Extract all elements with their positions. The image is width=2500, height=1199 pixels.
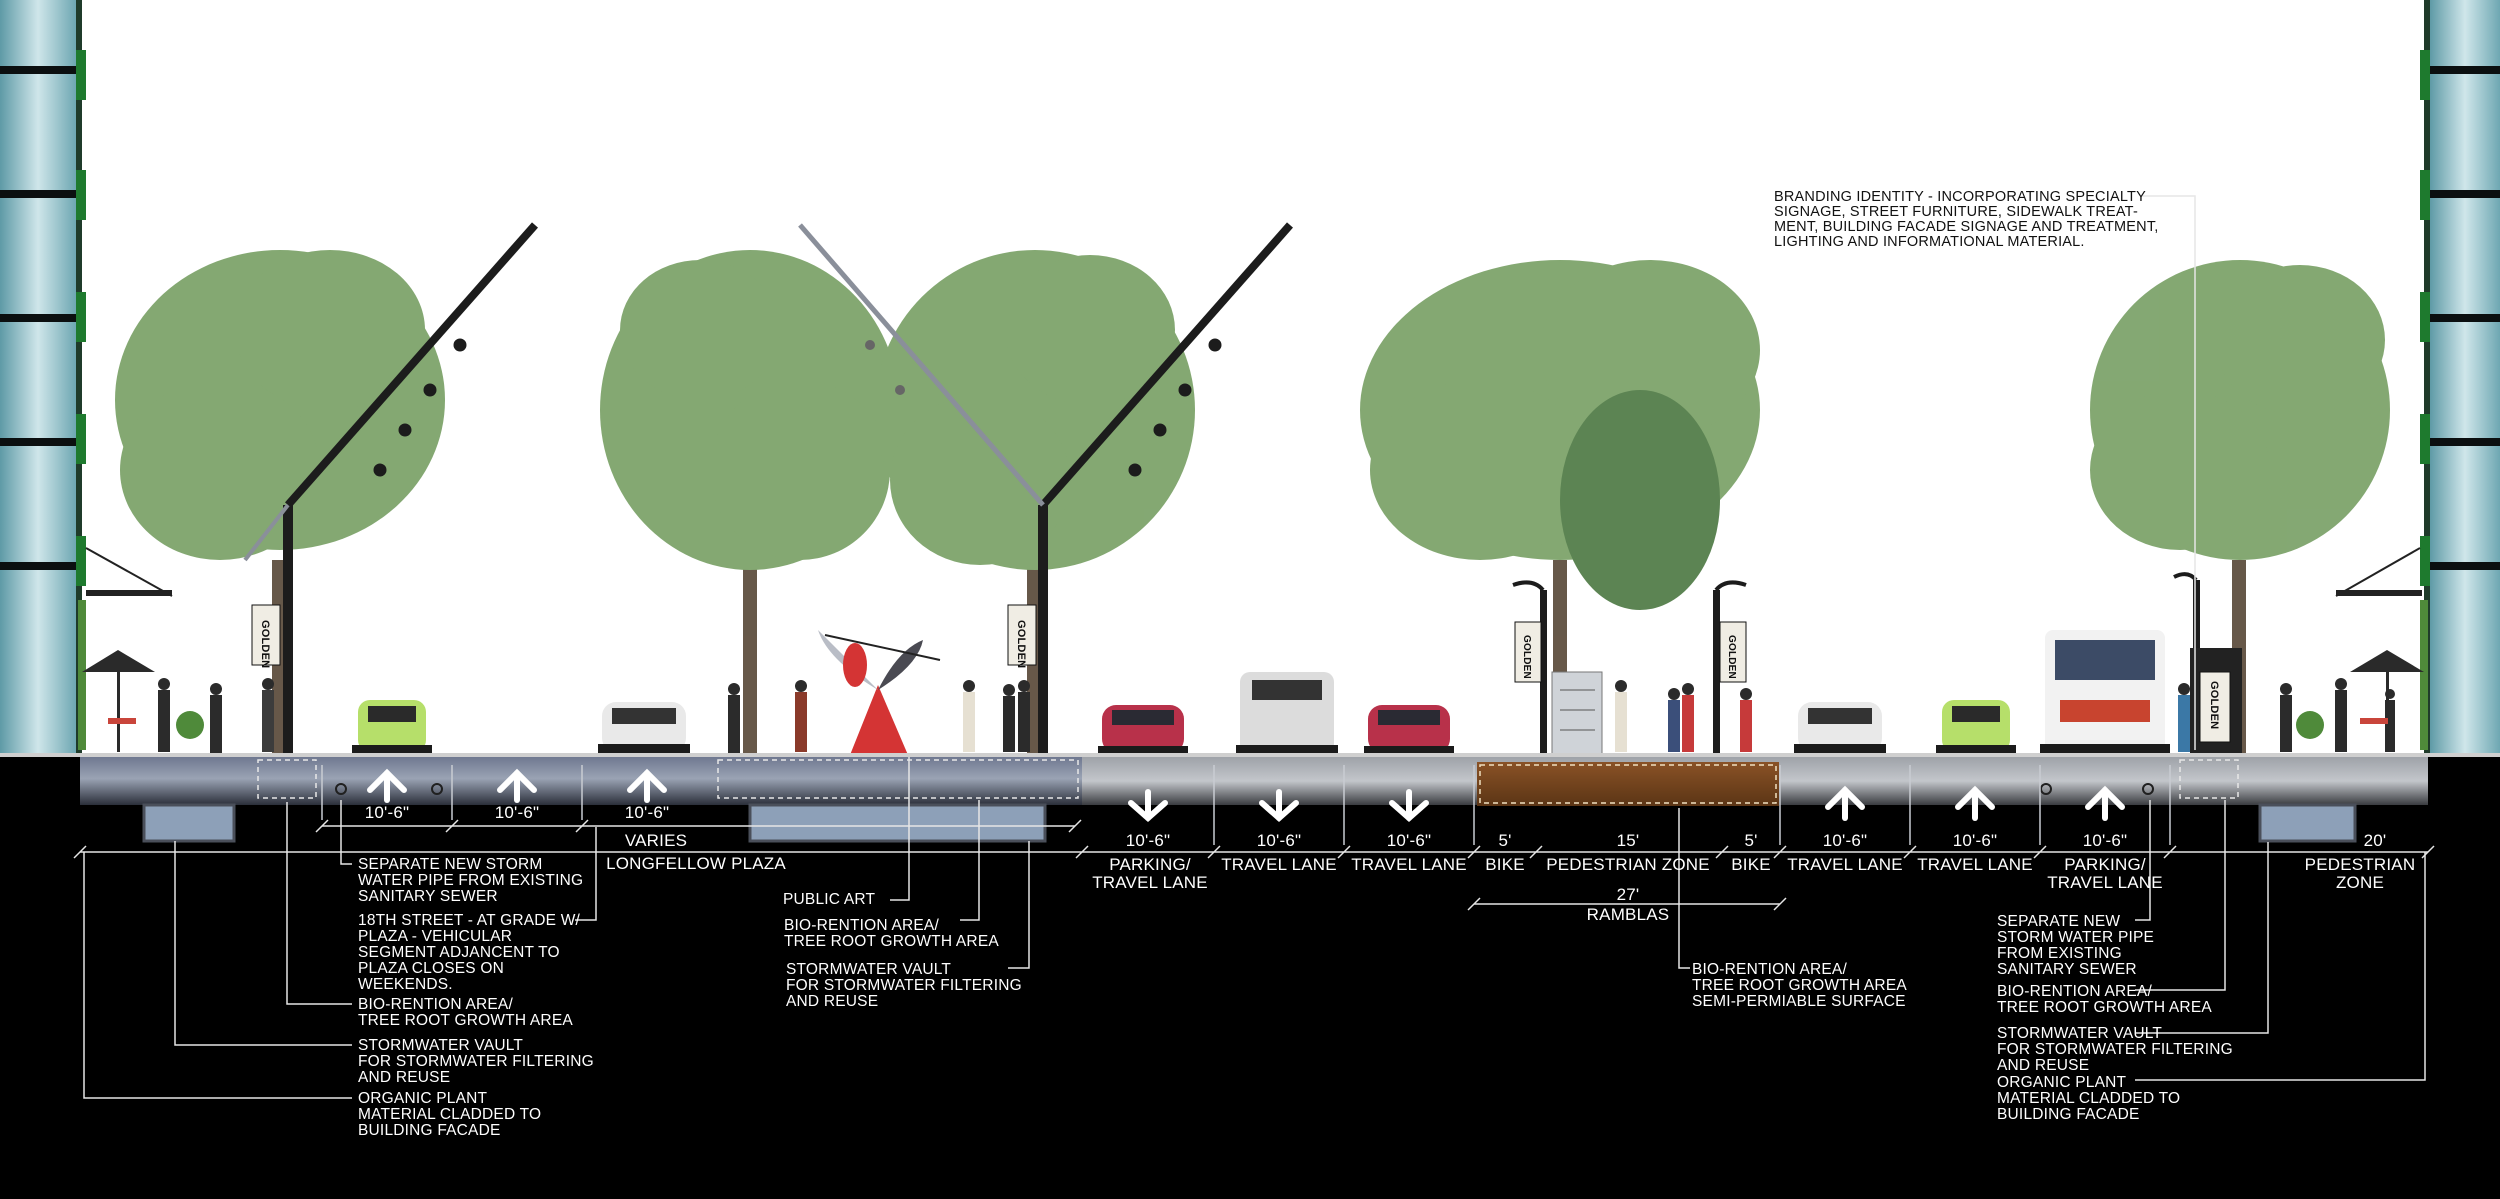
arrow-up-6	[2085, 785, 2125, 821]
tree-4	[1360, 260, 1760, 755]
right-building	[2335, 0, 2500, 757]
arrow-down-2	[1259, 789, 1299, 823]
arrow-up-3	[627, 768, 667, 803]
sign-text-3: GOLDEN	[1521, 635, 1532, 679]
seg-dim-8: 10'-6"	[1952, 831, 1998, 850]
car-white-1	[598, 702, 690, 754]
left-plaza-subgrade	[80, 757, 1082, 805]
seg-dim-6: 5'	[1744, 831, 1758, 850]
cafe-umbrellas	[82, 650, 2424, 752]
seg-dim-5: 15'	[1616, 831, 1640, 850]
ramblas-dim: 27'	[1616, 885, 1640, 904]
seg-label-7: TRAVEL LANE	[1787, 855, 1903, 874]
trees	[115, 250, 2390, 755]
pole-5	[2173, 572, 2242, 755]
tree-2	[600, 250, 900, 755]
car-green-2	[1936, 700, 2016, 755]
pole-4	[1713, 580, 1747, 755]
arrow-up-5	[1955, 785, 1995, 821]
callout-left-street: 18TH STREET - AT GRADE W/PLAZA - VEHICUL…	[358, 912, 581, 993]
seg-label-4: BIKE	[1485, 855, 1525, 874]
pole-3	[1512, 580, 1547, 755]
sign-text-1: GOLDEN	[259, 620, 271, 669]
seg-label-3: TRAVEL LANE	[1351, 855, 1467, 874]
stormwater-vaults	[142, 803, 2357, 843]
tree-5	[2090, 260, 2390, 755]
seg-label-2: TRAVEL LANE	[1221, 855, 1337, 874]
seg-dim-3: 10'-6"	[1386, 831, 1432, 850]
storm-pipes	[335, 783, 2154, 795]
dim-left-1: 10'-6"	[364, 803, 410, 822]
vehicles	[352, 630, 2170, 755]
info-kiosk	[1551, 671, 1603, 755]
ramblas-label: RAMBLAS	[1586, 905, 1670, 924]
bio-retention-dashed	[257, 759, 2239, 799]
ramblas-trench	[1477, 762, 1779, 806]
callout-mid-bio: BIO-RENTION AREA/TREE ROOT GROWTH AREA	[784, 917, 999, 950]
arrow-up-2	[497, 768, 537, 803]
seg-dim-4: 5'	[1498, 831, 1512, 850]
sign-text-4: GOLDEN	[1726, 635, 1737, 679]
ground-line	[0, 753, 2500, 757]
label-longfellow-plaza: LONGFELLOW PLAZA	[606, 854, 786, 873]
lane-arrows	[367, 768, 2125, 823]
tree-3	[875, 250, 1195, 755]
seg-dim-9: 10'-6"	[2082, 831, 2128, 850]
callout-left-bio: BIO-RENTION AREA/TREE ROOT GROWTH AREA	[358, 996, 573, 1029]
sign-text-5: GOLDEN	[2208, 681, 2220, 730]
arrow-down-3	[1389, 789, 1429, 823]
seg-label-8: TRAVEL LANE	[1917, 855, 2033, 874]
arrow-down-1	[1128, 789, 1168, 823]
pole-2	[798, 222, 1293, 755]
seg-label-1: PARKING/TRAVEL LANE	[1092, 855, 1208, 892]
seg-label-9: PARKING/TRAVEL LANE	[2047, 855, 2163, 892]
callout-branding: BRANDING IDENTITY - INCORPORATING SPECIA…	[1774, 189, 2159, 250]
seg-dim-2: 10'-6"	[1256, 831, 1302, 850]
pedestrians	[158, 678, 2395, 753]
car-white-2	[1794, 702, 1886, 754]
car-red-2	[1364, 705, 1454, 755]
seg-label-6: BIKE	[1731, 855, 1771, 874]
sign-text-2: GOLDEN	[1015, 620, 1027, 669]
dimension-lines	[73, 819, 2435, 911]
bus	[2040, 630, 2170, 754]
tree-1	[115, 250, 445, 755]
lane-separators	[321, 765, 2171, 845]
callout-right-bio: BIO-RENTION AREA/TREE ROOT GROWTH AREA	[1997, 983, 2212, 1016]
light-poles	[243, 222, 2242, 755]
seg-label-5: PEDESTRIAN ZONE	[1546, 855, 1710, 874]
leader-lines	[83, 195, 2426, 1099]
arrow-up-4	[1825, 785, 1865, 821]
pole-1	[243, 222, 538, 755]
seg-dim-1: 10'-6"	[1125, 831, 1171, 850]
left-building	[0, 0, 173, 757]
callout-public-art: PUBLIC ART	[783, 891, 876, 908]
arrow-up-1	[367, 768, 407, 803]
dim-left-3: 10'-6"	[624, 803, 670, 822]
car-green-1	[352, 700, 432, 755]
dim-varies: VARIES	[624, 831, 688, 850]
dim-left-2: 10'-6"	[494, 803, 540, 822]
seg-dim-7: 10'-6"	[1822, 831, 1868, 850]
public-art-sculpture	[818, 630, 941, 755]
car-red-1	[1098, 705, 1188, 755]
car-suv	[1236, 672, 1338, 755]
seg-dim-10: 20'	[2363, 831, 2387, 850]
